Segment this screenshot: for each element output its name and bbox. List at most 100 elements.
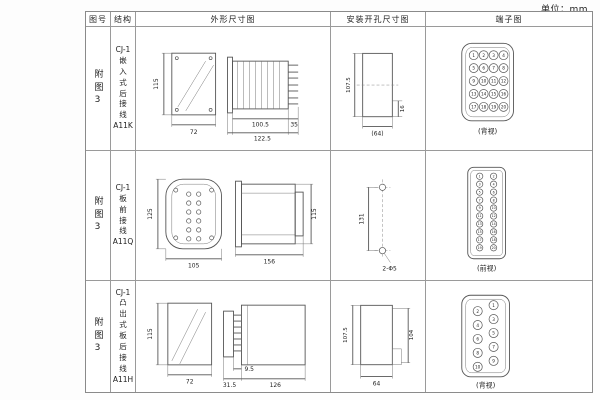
dim-hole-spacing: 131	[359, 213, 366, 225]
outline-drawing-a11h: 115 72 9.5 31.5 126	[147, 302, 306, 389]
header-install: 安装开孔尺寸图	[331, 12, 426, 27]
side-view	[235, 180, 304, 247]
outline-cell-a11q: 125 105 156 115	[136, 151, 331, 281]
terminal-number: 8	[493, 198, 495, 202]
terminal-circles: 1 2 3 4 5 6 7 8 9 10	[472, 299, 499, 372]
terminal-number: 7	[479, 198, 481, 202]
structure-row1: CJ-1 嵌 入 式 后 接 线 A11K	[111, 27, 136, 151]
terminal-number: 9	[472, 78, 475, 83]
outline-cell-a11h: 115 72 9.5 31.5 126	[136, 281, 331, 392]
install-cell-a11k: 107.5 16 (64)	[331, 27, 426, 151]
terminal-number: 5	[492, 330, 495, 335]
outline-drawing-a11q: 125 105 156 115	[147, 178, 318, 269]
terminal-number: 12	[501, 78, 507, 83]
terminal-number: 16	[501, 91, 507, 96]
dim-install-height: 107.5	[346, 77, 352, 93]
terminal-number: 3	[479, 182, 481, 186]
front-view	[167, 302, 213, 365]
terminal-number: 9	[479, 206, 481, 210]
dim-pin-depth: 35	[290, 121, 298, 128]
terminal-number: 10	[492, 206, 496, 210]
dim-install-width: (64)	[371, 130, 383, 137]
dim-rear-depth: 31.5	[223, 382, 236, 389]
terminal-diagram-a11q: 1 2 3 4 5 6 7 8 9 10 11 12 13 14 15 16 1…	[467, 166, 506, 272]
dim-outline-height: 115	[153, 78, 160, 90]
outline-drawing-a11k: 115 72 100.5 35	[153, 52, 299, 142]
terminal-number: 15	[491, 91, 497, 96]
terminal-number: 1	[492, 302, 495, 307]
terminal-number: 10	[481, 78, 487, 83]
front-view	[165, 178, 223, 249]
unit-label: 单位：mm	[541, 5, 589, 15]
terminal-number: 4	[502, 52, 505, 57]
terminal-number: 6	[482, 65, 485, 70]
outline-cell-a11k: 115 72 100.5 35	[136, 27, 331, 151]
structure-label: CJ-1 凸 出 式 板 后 接 线 A11H	[112, 287, 134, 384]
fig-no-row2: 附图3	[86, 151, 111, 281]
terminal-number: 7	[492, 344, 495, 349]
structure-row3: CJ-1 凸 出 式 板 后 接 线 A11H	[111, 281, 136, 392]
install-cell-a11h: 107.5 104 64	[331, 281, 426, 392]
structure-row2: CJ-1 板 前 接 线 A11Q	[111, 151, 136, 281]
terminal-number: 19	[478, 246, 482, 250]
hole-size-label: 2-Φ5	[382, 265, 397, 272]
dim-outline-width: 72	[190, 128, 198, 135]
dim-side-height: 115	[311, 208, 318, 220]
terminal-number: 2	[482, 52, 485, 57]
dim-total-depth: 122.5	[254, 135, 271, 142]
install-drawing-a11k: 107.5 16 (64)	[346, 52, 406, 137]
terminal-number: 7	[492, 65, 495, 70]
terminal-number: 5	[472, 65, 475, 70]
fig-no-label: 附图3	[92, 68, 103, 109]
terminal-number: 4	[493, 182, 495, 186]
terminal-cell-a11k: 1 2 3 4 5 6 7 8 9 10 11 12 13 14 15 16 1…	[426, 27, 592, 151]
terminal-cell-a11q: 1 2 3 4 5 6 7 8 9 10 11 12 13 14 15 16 1…	[426, 151, 592, 281]
fig-no-row1: 附图3	[86, 27, 111, 151]
header-terminal: 端子图	[426, 12, 592, 27]
install-cell-a11q: 131 2-Φ5	[331, 151, 426, 281]
terminal-cell-a11h: 1 2 3 4 5 6 7 8 9 10 (背视)	[426, 281, 592, 392]
dim-outline-height: 125	[147, 208, 154, 220]
dim-install-height: 107.5	[343, 327, 349, 343]
spec-table: 图号 结构 外形尺寸图 安装开孔尺寸图 端子图 附图3 CJ-1 嵌 入 式 后…	[85, 11, 593, 393]
header-structure: 结构	[111, 12, 136, 27]
terminal-number: 20	[492, 246, 496, 250]
structure-label: CJ-1 板 前 接 线 A11Q	[112, 182, 134, 247]
dim-body-depth: 126	[270, 382, 282, 389]
terminal-number: 8	[502, 65, 505, 70]
side-view	[223, 304, 306, 365]
terminal-number: 11	[478, 214, 482, 218]
fig-no-label: 附图3	[92, 316, 103, 357]
fig-no-row3: 附图3	[86, 281, 111, 392]
terminal-number: 1	[472, 52, 475, 57]
dim-outline-depth: 156	[264, 258, 276, 265]
terminal-number: 11	[491, 78, 497, 83]
fig-no-label: 附图3	[92, 195, 103, 236]
terminal-number: 15	[478, 230, 482, 234]
install-drawing-a11h: 107.5 104 64	[343, 304, 415, 387]
terminal-number: 16	[492, 230, 496, 234]
terminal-number: 3	[492, 316, 495, 321]
terminal-number: 6	[476, 336, 479, 341]
side-view	[227, 56, 299, 113]
dim-install-width: 64	[373, 380, 381, 387]
terminal-number: 18	[492, 238, 496, 242]
header-fig-no: 图号	[86, 12, 111, 27]
terminal-number: 14	[492, 222, 496, 226]
dim-outline-width: 105	[188, 262, 200, 269]
terminal-caption: (背视)	[476, 380, 496, 389]
terminal-number: 18	[481, 104, 487, 109]
terminal-number: 19	[491, 104, 497, 109]
terminal-circles: 1 2 3 4 5 6 7 8 9 10 11 12 13 14 15 16 1…	[476, 172, 498, 251]
terminal-number: 4	[476, 322, 479, 327]
terminal-number: 14	[481, 91, 487, 96]
dim-outline-width: 72	[186, 378, 194, 385]
front-view	[171, 52, 217, 115]
header-outline: 外形尺寸图	[136, 12, 331, 27]
terminal-caption: (背视)	[478, 126, 498, 135]
dim-install-notch: 16	[400, 104, 406, 111]
terminal-number: 13	[471, 91, 477, 96]
dim-pin-length: 9.5	[244, 365, 254, 372]
terminal-number: 8	[476, 350, 479, 355]
